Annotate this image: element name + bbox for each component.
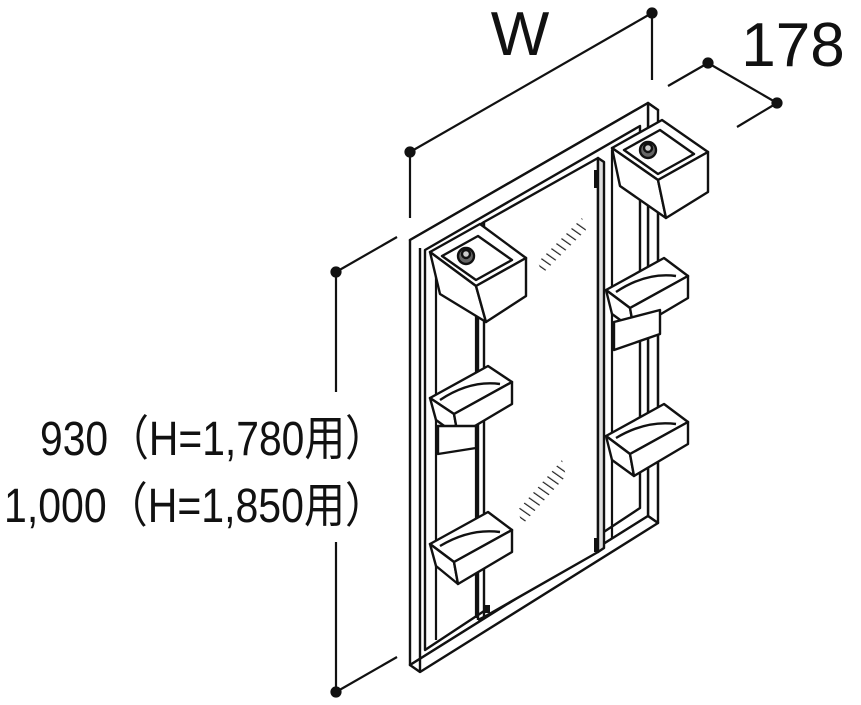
mirror-hinge-top [594, 170, 598, 188]
left-shelf-tray-upper [428, 364, 514, 456]
mirror-reflection-upper [538, 218, 586, 274]
left-cup-holder [428, 222, 528, 324]
mirror-latch [485, 605, 490, 613]
mirror-reflection-lower [518, 460, 566, 525]
width-label: W [491, 0, 550, 69]
depth-dimension [667, 57, 783, 128]
left-shelf-tray-lower [428, 510, 514, 586]
width-dimension [404, 7, 658, 218]
depth-label: 178 [741, 11, 844, 80]
height-label-line2: 1,000（H=1,850用） [4, 480, 386, 533]
right-shelf-tray-lower [604, 402, 690, 478]
right-cup-holder [610, 118, 710, 220]
height-label-line1: 930（H=1,780用） [40, 413, 386, 466]
right-shelf-tray-upper [604, 256, 690, 352]
mirror-hinge-bottom [594, 538, 598, 552]
